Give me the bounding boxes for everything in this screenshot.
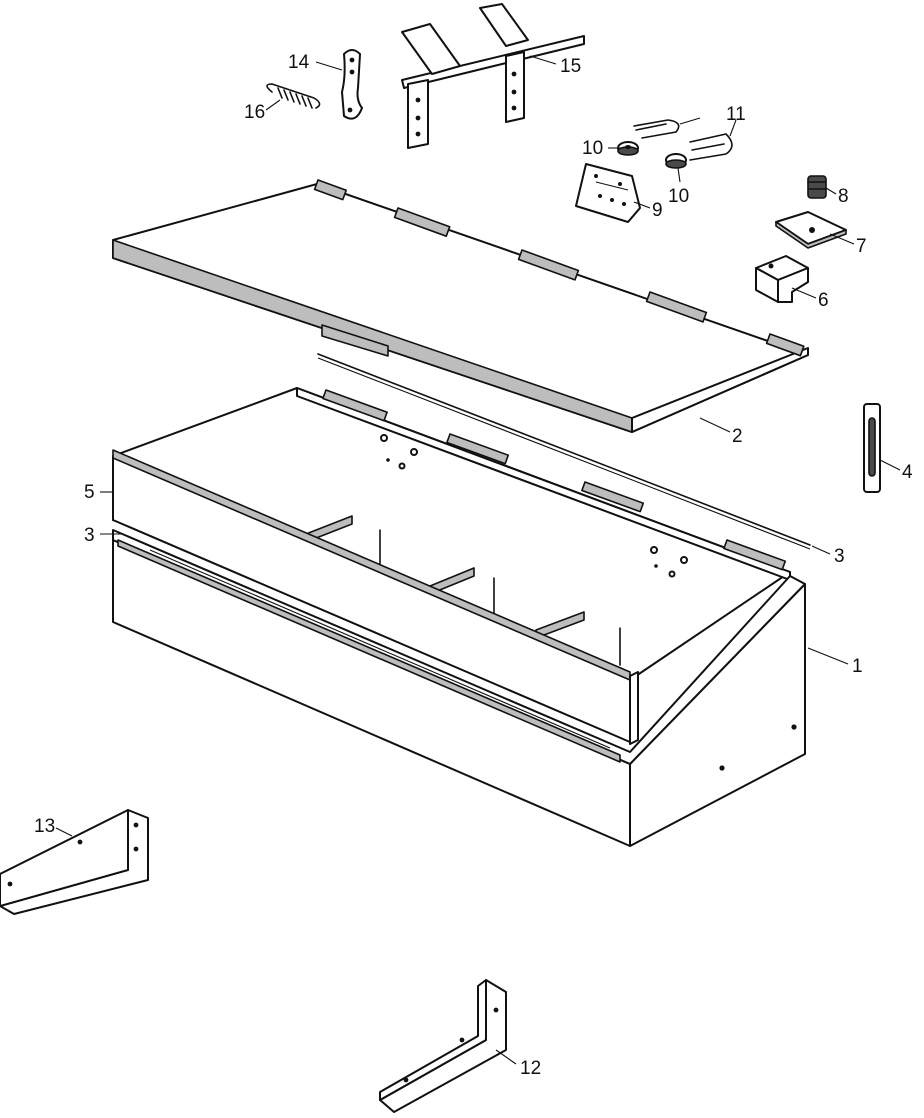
- callout-1: 1: [852, 656, 863, 677]
- callout-15: 15: [560, 56, 581, 77]
- part-2-lid: [112, 179, 809, 433]
- callout-3-right: 3: [834, 546, 845, 567]
- part-4-slotted-strap: [863, 403, 881, 493]
- part-16-spring: [266, 83, 321, 109]
- callout-10-lower: 10: [668, 186, 689, 207]
- callout-10-upper: 10: [582, 138, 603, 159]
- callout-13: 13: [34, 816, 55, 837]
- leader-lines: [55, 55, 901, 1065]
- part-12-corner-bracket: [379, 979, 507, 1113]
- part-6-bracket: [755, 255, 809, 303]
- part-1-box-body: [112, 529, 806, 847]
- callout-labels: 1 2 3 3 4 5 6 7 8 9 10 10 11 12 13 14 15…: [34, 52, 913, 1079]
- callout-7: 7: [856, 236, 867, 257]
- callout-8: 8: [838, 186, 849, 207]
- callout-14: 14: [288, 52, 310, 73]
- callout-11: 11: [726, 104, 746, 125]
- part-3-hinge-rod: [317, 353, 811, 550]
- part-15-frame-bracket: [401, 3, 585, 149]
- part-10-washer-a: [617, 141, 639, 156]
- part-11-u-bolt-b: [689, 133, 733, 161]
- callout-5: 5: [84, 482, 95, 503]
- part-8-spring: [807, 175, 827, 199]
- callout-12: 12: [520, 1058, 541, 1079]
- part-5-box-rear: [112, 387, 791, 745]
- callout-2: 2: [732, 426, 743, 447]
- part-7-plate: [775, 211, 847, 249]
- part-14-link-plate: [341, 49, 363, 120]
- callout-16: 16: [244, 102, 265, 123]
- part-13-corner-bracket: [0, 809, 149, 915]
- callout-3-left: 3: [84, 525, 95, 546]
- callout-4: 4: [902, 462, 913, 483]
- callout-6: 6: [818, 290, 829, 311]
- part-9-hinge-plate: [575, 163, 641, 223]
- part-10-washer-b: [665, 153, 687, 169]
- callout-9: 9: [652, 200, 663, 221]
- part-11-u-bolt-a: [633, 119, 680, 139]
